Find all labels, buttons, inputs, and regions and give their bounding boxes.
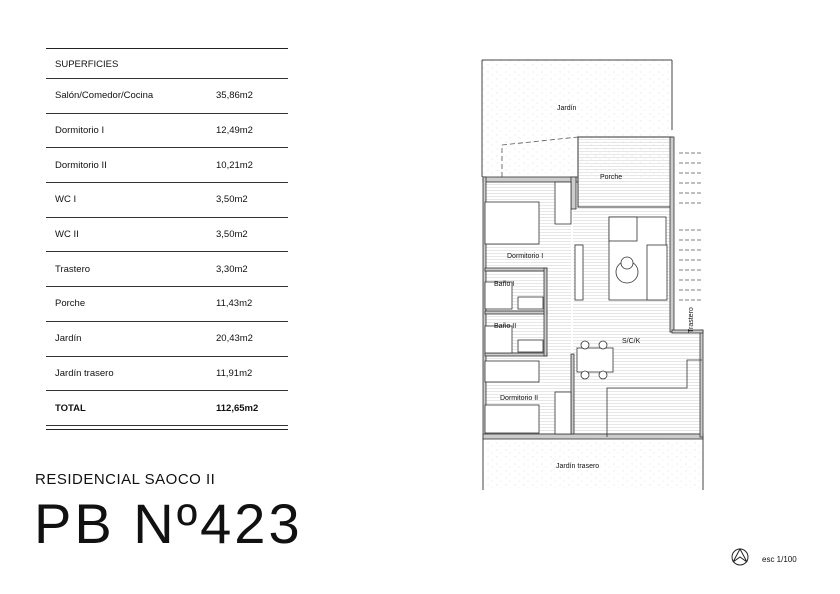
room-name: Porche — [55, 298, 86, 310]
table-row: Jardín trasero 11,91m2 — [46, 357, 288, 392]
back-garden-area — [483, 437, 703, 488]
total-area: 112,65m2 — [216, 402, 259, 414]
room-label-dormitorio-1: Dormitorio I — [507, 253, 543, 260]
room-area: 3,50m2 — [216, 194, 248, 206]
table-row: Trastero 3,30m2 — [46, 252, 288, 288]
table-row: WC I 3,50m2 — [46, 183, 288, 218]
room-label-sck: S/C/K — [622, 338, 641, 345]
scale-label: esc 1/100 — [762, 555, 797, 564]
room-label-porche: Porche — [600, 174, 622, 181]
room-name: Trastero — [55, 263, 91, 275]
project-name: RESIDENCIAL SAOCO II — [35, 471, 216, 488]
room-area: 20,43m2 — [216, 333, 253, 345]
room-name: WC I — [55, 194, 77, 206]
room-area: 3,50m2 — [216, 229, 248, 241]
total-label: TOTAL — [55, 402, 86, 414]
room-area: 10,21m2 — [216, 159, 253, 171]
table-row: Salón/Comedor/Cocina 35,86m2 — [46, 79, 288, 114]
room-area: 11,91m2 — [216, 367, 253, 379]
room-area: 3,30m2 — [216, 263, 248, 275]
bed-1 — [484, 201, 540, 245]
divider — [46, 428, 288, 430]
room-name: Salón/Comedor/Cocina — [55, 90, 154, 102]
room-name: Jardín — [55, 333, 82, 345]
room-label-jardin-trasero: Jardín trasero — [556, 463, 599, 470]
room-area: 35,86m2 — [216, 90, 253, 102]
table-row-total: TOTAL 112,65m2 — [46, 391, 288, 426]
room-name: Dormitorio II — [55, 159, 107, 171]
table-row: Porche 11,43m2 — [46, 287, 288, 322]
table-row: Dormitorio II 10,21m2 — [46, 148, 288, 184]
room-label-dormitorio-2: Dormitorio II — [500, 395, 538, 402]
dining-table — [576, 347, 614, 373]
room-label-bano-1: Baño I — [494, 281, 514, 288]
room-label-jardin: Jardín — [557, 105, 577, 112]
room-name: Jardín trasero — [55, 367, 114, 379]
unit-title: PB Nº423 — [34, 492, 303, 555]
room-label-bano-2: Baño II — [494, 323, 516, 330]
room-name: WC II — [55, 229, 79, 241]
room-area: 12,49m2 — [216, 125, 253, 137]
table-row: Jardín 20,43m2 — [46, 322, 288, 357]
table-row: WC II 3,50m2 — [46, 218, 288, 253]
table-row: Dormitorio I 12,49m2 — [46, 114, 288, 149]
divider — [46, 48, 288, 49]
room-area: 11,43m2 — [216, 298, 253, 310]
room-label-trastero: Trastero — [688, 307, 695, 333]
table-header: SUPERFICIES — [46, 51, 288, 79]
north-arrow-icon — [731, 547, 749, 566]
room-name: Dormitorio I — [55, 125, 105, 137]
